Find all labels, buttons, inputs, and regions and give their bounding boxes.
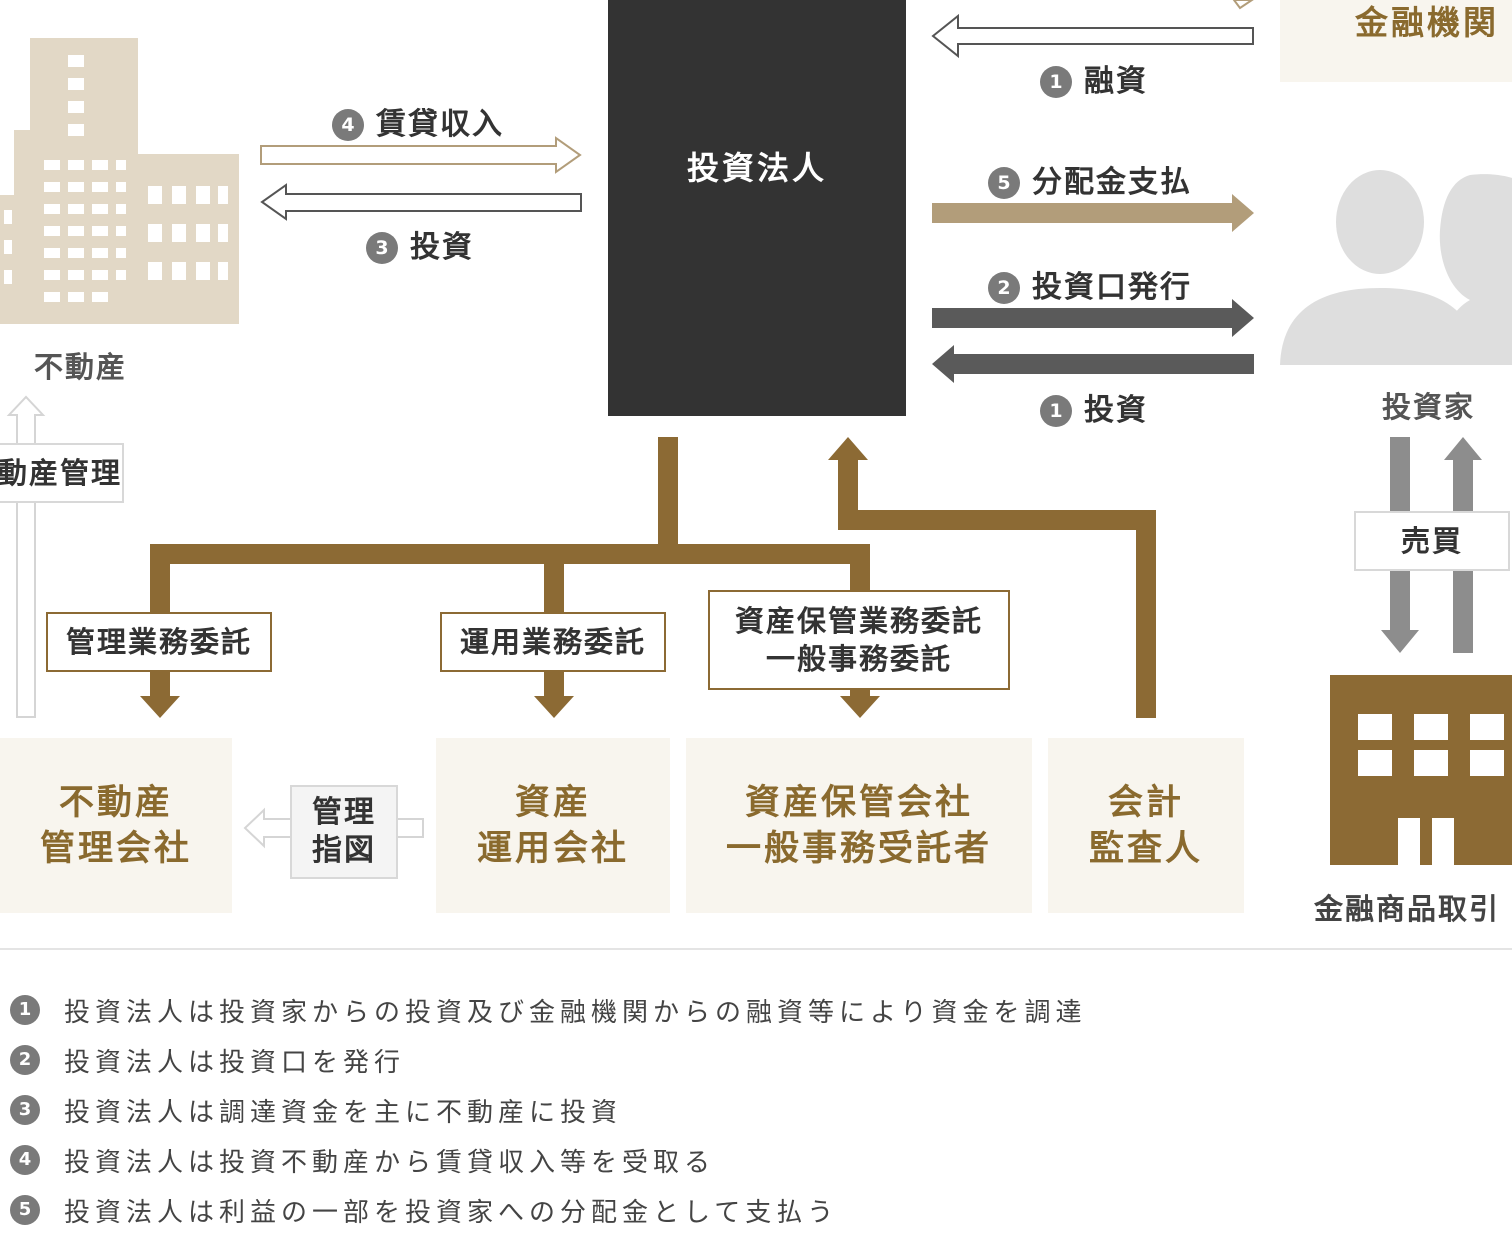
note-item: 1 投資法人は投資家からの投資及び金融機関からの融資等により資金を調達 (10, 985, 1086, 1035)
investor-investment-label: 1 投資 (1040, 385, 1148, 429)
note-number: 5 (10, 1195, 40, 1225)
note-text: 投資法人は利益の一部を投資家への分配金として支払う (64, 1197, 839, 1228)
distribution-arrow (932, 194, 1254, 232)
note-number: 2 (10, 1045, 40, 1075)
note-text: 投資法人は投資家からの投資及び金融機関からの融資等により資金を調達 (64, 997, 1087, 1028)
invest-property-step-number: 3 (366, 232, 398, 264)
note-item: 3 投資法人は調達資金を主に不動産に投資 (10, 1085, 1086, 1135)
building-icon (0, 38, 239, 324)
investors-icon (1280, 170, 1512, 365)
investor-investment-arrow (932, 345, 1254, 383)
loan-step-number: 1 (1040, 66, 1072, 98)
distribution-step-number: 5 (988, 167, 1020, 199)
unit-issuance-label: 2 投資口発行 (988, 262, 1192, 306)
unit-issuance-arrow (932, 299, 1254, 337)
issuance-step-number: 2 (988, 272, 1020, 304)
issuance-text: 投資口発行 (1032, 270, 1192, 305)
distribution-text: 分配金支払 (1032, 165, 1192, 200)
asset-manager-box: 資産 運用会社 (436, 738, 670, 913)
invest-property-label: 3 投資 (366, 222, 474, 266)
trading-tag: 売買 (1354, 511, 1510, 571)
property-management-tag: 動産管理 (0, 443, 124, 503)
management-instruction-tag: 管理 指図 (290, 785, 398, 879)
investor-investment-step-number: 1 (1040, 395, 1072, 427)
invest-property-arrow (260, 183, 582, 221)
custody-delegation-tag: 資産保管業務委託 一般事務委託 (708, 590, 1010, 690)
note-item: 4 投資法人は投資不動産から賃貸収入等を受取る (10, 1135, 1086, 1185)
note-number: 3 (10, 1095, 40, 1125)
management-delegation-tag: 管理業務委託 (46, 612, 272, 672)
note-text: 投資法人は調達資金を主に不動産に投資 (64, 1097, 623, 1128)
divider (0, 948, 1512, 950)
real-estate-label: 不動産 (34, 350, 128, 384)
investors-label: 投資家 (1382, 390, 1476, 424)
operation-delegation-tag: 運用業務委託 (440, 612, 666, 672)
loan-arrow (931, 13, 1254, 59)
financial-institution-box (1280, 0, 1512, 82)
note-number: 1 (10, 995, 40, 1025)
invest-property-text: 投資 (410, 230, 474, 265)
custodian-box: 資産保管会社 一般事務受託者 (686, 738, 1032, 913)
investor-investment-text: 投資 (1084, 393, 1148, 428)
investment-corp-label: 投資法人 (686, 149, 827, 187)
rental-income-arrow (260, 136, 582, 174)
note-item: 2 投資法人は投資口を発行 (10, 1035, 1086, 1085)
exchange-label: 金融商品取引 (1314, 892, 1501, 926)
note-item: 5 投資法人は利益の一部を投資家への分配金として支払う (10, 1185, 1086, 1235)
auditor-box: 会計 監査人 (1048, 738, 1244, 913)
exchange-building-icon (1330, 675, 1512, 865)
notes-list: 1 投資法人は投資家からの投資及び金融機関からの融資等により資金を調達 2 投資法人… (10, 985, 1086, 1235)
loan-text: 融資 (1084, 64, 1148, 99)
note-text: 投資法人は投資口を発行 (64, 1047, 406, 1078)
note-text: 投資法人は投資不動産から賃貸収入等を受取る (64, 1147, 716, 1178)
note-number: 4 (10, 1145, 40, 1175)
distribution-label: 5 分配金支払 (988, 157, 1192, 201)
rental-text: 賃貸収入 (376, 107, 504, 142)
rental-step-number: 4 (332, 109, 364, 141)
investment-corp-box (608, 0, 906, 416)
loan-label: 1 融資 (1040, 56, 1148, 100)
pm-company-box: 不動産 管理会社 (0, 738, 232, 913)
rental-income-label: 4 賃貸収入 (332, 99, 504, 143)
financial-institution-label: 金融機関 (1355, 3, 1499, 42)
